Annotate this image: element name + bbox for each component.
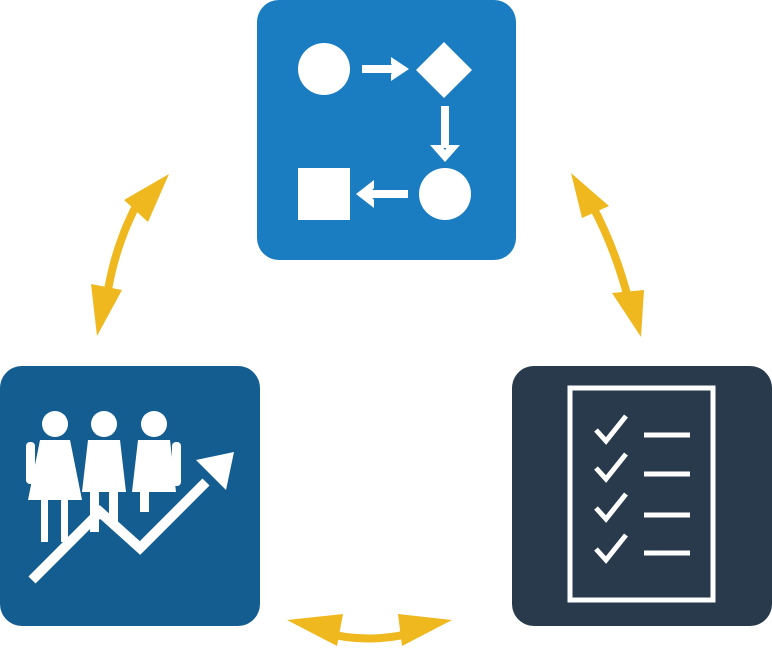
flow-arrow-left-head	[356, 180, 374, 208]
flow-decision-diamond	[416, 42, 472, 98]
person-body	[132, 440, 176, 492]
person-head	[91, 411, 117, 437]
checklist-tile-background	[512, 366, 772, 626]
flow-end-circle	[419, 168, 471, 220]
person-arm	[26, 442, 35, 484]
person-body	[28, 440, 82, 500]
person-leg	[109, 492, 118, 524]
growth-arrow-line	[28, 478, 210, 584]
person-arm	[172, 442, 181, 486]
arrow-head	[91, 284, 122, 336]
double-arrow-people-checklist-icon	[287, 614, 452, 646]
flow-arrow-down-shaft	[441, 106, 449, 148]
person-head	[141, 411, 167, 437]
person-head	[42, 411, 68, 437]
people-tile	[0, 366, 260, 626]
flow-arrow-left-shaft	[368, 190, 408, 198]
flow-start-circle	[298, 43, 350, 95]
person-leg	[41, 500, 48, 542]
arrow-shaft	[588, 203, 632, 300]
person-leg	[140, 492, 149, 512]
flow-process-square	[298, 168, 350, 220]
growth-arrow-icon	[28, 452, 234, 584]
flow-arrow-right-shaft	[362, 65, 396, 73]
checklist-page	[567, 385, 716, 603]
check-mark-icon	[594, 492, 628, 523]
flow-arrow-down-head	[430, 145, 460, 162]
arrow-head	[398, 614, 452, 646]
double-arrow-people-process-icon	[91, 174, 169, 336]
check-mark-icon	[594, 414, 628, 445]
process-flow-icon	[298, 42, 472, 220]
arrow-head	[124, 174, 169, 222]
checklist-tile	[512, 366, 772, 626]
check-mark-icon	[594, 452, 628, 483]
double-arrow-process-checklist-icon	[571, 173, 644, 337]
process-tile-background	[257, 0, 516, 260]
checklist-icon	[567, 385, 716, 603]
process-tile	[257, 0, 516, 260]
check-mark-icon	[594, 533, 628, 564]
person-body	[82, 440, 126, 492]
flow-arrow-right-head	[391, 57, 409, 81]
arrow-head	[287, 614, 343, 646]
growth-arrow-head	[196, 452, 234, 490]
arrow-head	[612, 290, 644, 337]
arrow-head	[571, 173, 609, 218]
person-leg	[61, 500, 68, 542]
arrow-shaft	[104, 202, 141, 291]
